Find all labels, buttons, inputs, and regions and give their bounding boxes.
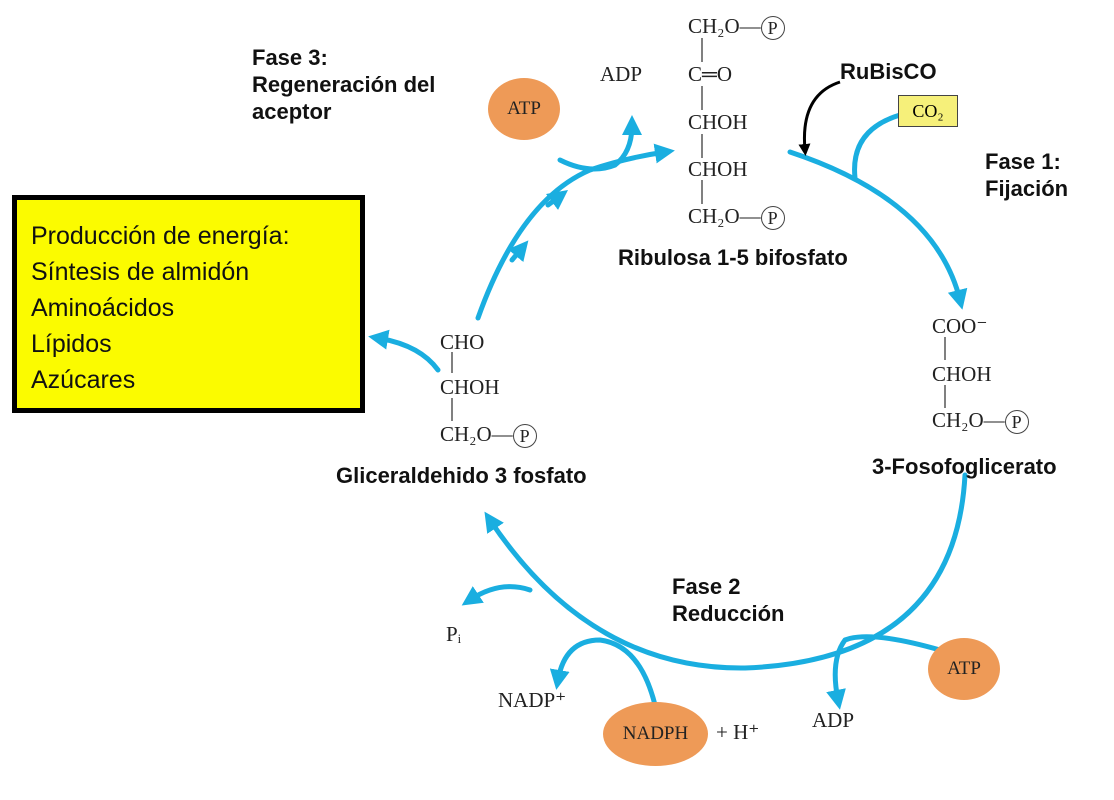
adp-bottom-label: ADP [812,708,855,732]
g3p-line1: CHO [440,330,485,354]
g3p-name: Gliceraldehido 3 fosfato [336,463,587,488]
phase3-line1: Regeneración del [252,72,436,97]
pga-line3: CH₂O—P [932,408,1029,435]
pi-branch [461,584,533,606]
h-plus-label: + H⁺ [716,720,760,744]
phosphate-icon: P [760,16,785,41]
fixation-arc [787,149,968,310]
rubisco-arrow [798,80,841,156]
phosphate-icon: P [512,424,537,449]
adp-top-label: ADP [600,62,643,86]
nadph-badge: NADPH [603,702,708,766]
pi-label: Pᵢ [446,622,462,646]
ribulose-line1: CH₂O—P [688,14,785,41]
ribulose-line5: CH₂O—P [688,204,785,231]
production-item: Aminoácidos [31,294,175,322]
atp-top-branch [557,115,642,172]
phosphate-icon: P [760,206,785,231]
phosphate-icon: P [1004,410,1029,435]
production-box: Producción de energía: Síntesis de almid… [12,195,365,413]
reduction-arc [742,472,968,671]
co2-input-arrow [852,112,903,181]
phase3-line2: aceptor [252,99,332,124]
phase2-title: Fase 2 [672,574,741,599]
phase1-line1: Fijación [985,176,1069,201]
reduction-arc-lower [484,511,748,671]
nadp-label: NADP⁺ [498,688,567,712]
ribulose-line3: CHOH [688,110,748,134]
output-branch [368,329,441,373]
phase3-label: Fase 3: Regeneración del aceptor [252,44,435,125]
atp-bottom-badge: ATP [928,638,1000,700]
phase3-title: Fase 3: [252,45,328,70]
g3p-line2: CHOH [440,375,500,399]
phase2-line1: Reducción [672,601,785,626]
regeneration-arc [475,143,675,321]
pga-name: 3-Fosofoglicerato [872,454,1057,479]
pga-line2: CHOH [932,362,992,386]
phase1-label: Fase 1: Fijación [985,148,1068,202]
ribulose-line2: C═O [688,62,733,86]
ribulose-line4: CHOH [688,157,748,181]
ribulose-name: Ribulosa 1-5 bifosfato [618,245,848,270]
g3p-line3: CH₂O—P [440,422,537,449]
atp-top-badge: ATP [488,78,560,140]
production-item: Producción de energía: [31,222,290,250]
pga-line1: COO⁻ [932,314,988,338]
regeneration-chevron-2 [545,190,568,210]
co2-box: CO₂ [898,95,958,127]
production-item: Lípidos [31,330,112,358]
nadph-branch [549,637,658,708]
regeneration-chevron-1 [507,240,529,263]
rubisco-label: RuBisCO [840,59,937,84]
production-item: Azúcares [31,366,136,394]
phase1-title: Fase 1: [985,149,1061,174]
atp-bottom-branch [826,634,943,710]
phase2-label: Fase 2 Reducción [672,573,784,627]
production-item: Síntesis de almidón [31,258,250,286]
